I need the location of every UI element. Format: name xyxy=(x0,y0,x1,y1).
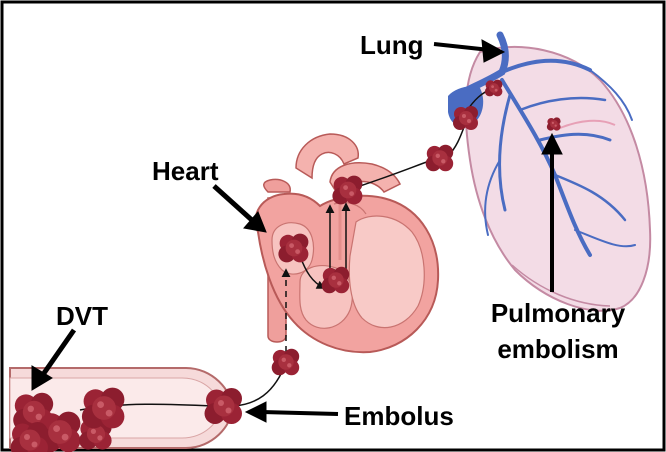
embolus-label: Embolus xyxy=(344,403,454,429)
pulmonary-embolism-label-line1: Pulmonary xyxy=(478,300,638,326)
heart-label: Heart xyxy=(152,158,218,184)
pulmonary-embolism-label-line2: embolism xyxy=(478,336,638,362)
dvt-label: DVT xyxy=(56,303,108,329)
lung-label: Lung xyxy=(360,32,424,58)
